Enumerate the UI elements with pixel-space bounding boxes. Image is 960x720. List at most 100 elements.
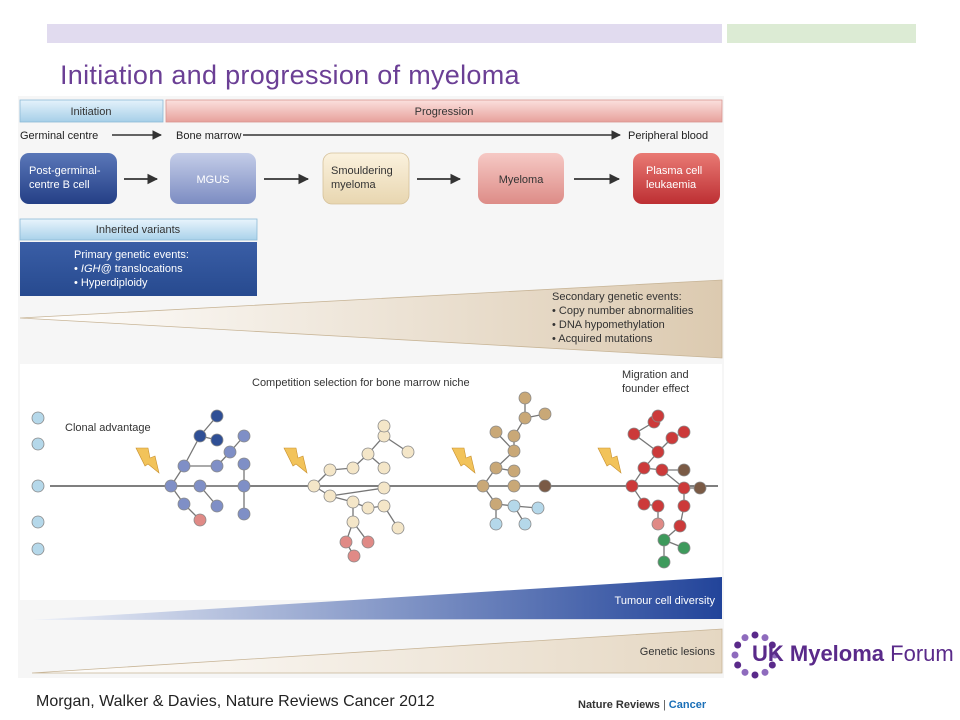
primary-events-title: Primary genetic events:	[74, 249, 189, 261]
header-bar-lavender	[47, 24, 722, 43]
cell-node	[210, 459, 224, 473]
cell-node	[346, 461, 360, 475]
cell-node	[489, 461, 503, 475]
primary-event-igh: • IGH@ translocations	[74, 263, 183, 275]
logo-dot	[768, 661, 776, 669]
initiation-band	[19, 99, 164, 123]
progression-band	[165, 99, 723, 123]
location-germinal-centre: Germinal centre	[20, 130, 98, 142]
cell-node	[346, 495, 360, 509]
logo-dot	[731, 651, 739, 659]
stage-pcl-line1: Plasma cell	[646, 165, 702, 177]
cell-node	[677, 499, 691, 513]
cell-link	[329, 487, 385, 497]
stage-mgus: MGUS	[197, 174, 230, 186]
cell-node	[401, 445, 415, 459]
tumour-diversity-label: Tumour cell diversity	[615, 595, 716, 607]
stage-myeloma: Myeloma	[499, 174, 545, 186]
cell-node	[507, 444, 521, 458]
cell-node	[651, 499, 665, 513]
cell-node	[377, 499, 391, 513]
cell-node	[657, 533, 671, 547]
cell-node	[637, 497, 651, 511]
logo-dot	[771, 651, 779, 659]
cell-node	[193, 479, 207, 493]
uk-myeloma-forum-logo	[726, 620, 936, 690]
cell-node	[637, 461, 651, 475]
initiation-label: Initiation	[71, 106, 112, 118]
cell-node	[489, 425, 503, 439]
cell-node	[31, 515, 45, 529]
logo-dot	[751, 631, 759, 639]
cell-node	[323, 463, 337, 477]
genetic-lesions-wedge	[31, 628, 723, 674]
cell-node	[651, 409, 665, 423]
cell-node	[651, 517, 665, 531]
cell-node	[531, 501, 545, 515]
cell-node	[164, 479, 178, 493]
cell-node	[538, 479, 552, 493]
cell-node	[518, 391, 532, 405]
stage-box-smouldering	[322, 152, 410, 205]
citation: Morgan, Walker & Davies, Nature Reviews …	[36, 693, 435, 710]
cell-node	[677, 541, 691, 555]
cell-node	[391, 521, 405, 535]
migration-label-line2: founder effect	[622, 383, 689, 395]
cell-node	[677, 463, 691, 477]
cell-node	[693, 481, 707, 495]
logo-dots-icon	[731, 631, 779, 679]
stage-box-plasma-cell-leukaemia	[633, 153, 720, 204]
stage-b-cell-line1: Post-germinal-	[29, 165, 101, 177]
lightning-icon	[135, 447, 622, 474]
logo-text-light: Forum	[890, 641, 954, 666]
cell-node	[237, 429, 251, 443]
cell-node	[518, 517, 532, 531]
cell-node	[307, 479, 321, 493]
cell-node	[538, 407, 552, 421]
logo-dot	[741, 668, 749, 676]
stage-pcl-line2: leukaemia	[646, 179, 697, 191]
progression-label: Progression	[415, 106, 474, 118]
cell-node	[210, 433, 224, 447]
logo-dot	[761, 634, 769, 642]
cell-node	[377, 419, 391, 433]
header-bar-green	[727, 24, 916, 43]
logo-dot	[734, 641, 742, 649]
stage-smouldering-line1: Smouldering	[331, 165, 393, 177]
journal-name: Nature Reviews	[578, 699, 660, 711]
logo-dot	[741, 634, 749, 642]
journal-credit: Nature Reviews|Cancer	[578, 699, 706, 711]
inherited-variants-label: Inherited variants	[96, 224, 181, 236]
secondary-events-wedge	[19, 279, 723, 359]
cell-node	[673, 519, 687, 533]
cell-node	[31, 437, 45, 451]
cell-node	[361, 501, 375, 515]
cell-node	[627, 427, 641, 441]
cell-node	[237, 479, 251, 493]
cell-node	[489, 517, 503, 531]
cell-node	[339, 535, 353, 549]
primary-event-hyperdiploidy: • Hyperdiploidy	[74, 277, 148, 289]
cell-node	[377, 461, 391, 475]
location-bone-marrow: Bone marrow	[176, 130, 241, 142]
cell-node	[361, 447, 375, 461]
cell-node	[346, 515, 360, 529]
stage-box-myeloma	[478, 153, 564, 204]
competition-label: Competition selection for bone marrow ni…	[252, 377, 470, 389]
migration-label-line1: Migration and	[622, 369, 689, 381]
cell-node	[677, 425, 691, 439]
genetic-lesions-label: Genetic lesions	[640, 646, 716, 658]
cell-node	[665, 431, 679, 445]
cell-node	[177, 497, 191, 511]
stage-b-cell-line2: centre B cell	[29, 179, 90, 191]
cell-node	[193, 513, 207, 527]
clonal-evolution-panel	[20, 364, 722, 600]
cell-node	[323, 489, 337, 503]
secondary-event-dna: • DNA hypomethylation	[552, 319, 665, 331]
cell-node	[237, 507, 251, 521]
tumour-diversity-wedge	[32, 577, 722, 620]
logo-text: UK Myeloma Forum	[752, 641, 954, 667]
inherited-variants-bar	[19, 218, 258, 241]
figure-canvas: Initiation Progression Germinal centre B…	[19, 99, 723, 674]
cell-node	[177, 459, 191, 473]
